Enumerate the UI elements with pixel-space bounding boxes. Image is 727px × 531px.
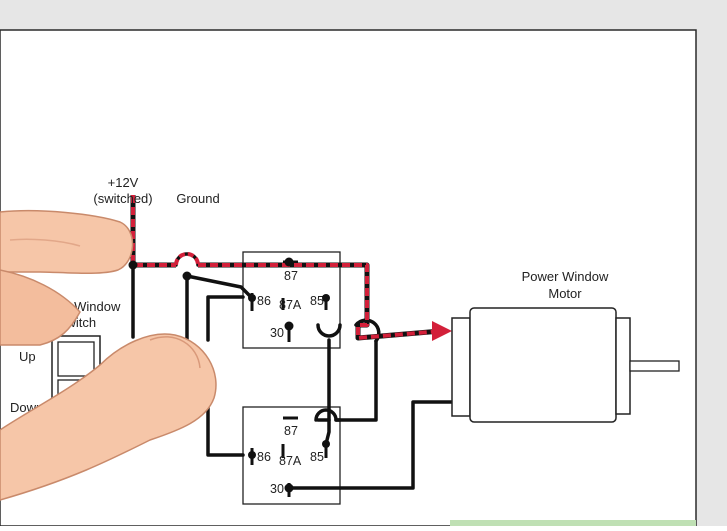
relay-bottom-pin-87: 87 — [284, 424, 298, 438]
junction-dot — [322, 440, 330, 448]
motor-title-label: Power Window — [522, 269, 609, 284]
junction-dot — [322, 294, 330, 302]
hand-illustration — [0, 210, 217, 501]
relay-bottom-pin-87a: 87A — [279, 454, 302, 468]
junction-dot — [128, 260, 138, 270]
black-wires — [131, 252, 454, 490]
relay-bottom-pin-30: 30 — [270, 482, 284, 496]
relay-top-pin-87a: 87A — [279, 298, 302, 312]
relay-bottom-pin-86: 86 — [257, 450, 271, 464]
relay-bottom-pin-85: 85 — [310, 450, 324, 464]
junction-dot — [248, 451, 256, 459]
relay-top-pin-86: 86 — [257, 294, 271, 308]
supply-label: +12V — [108, 175, 139, 190]
up-label: Up — [19, 349, 36, 364]
junction-dot — [248, 294, 256, 302]
relay-top-pin-87: 87 — [284, 269, 298, 283]
relay-top-pin-85: 85 — [310, 294, 324, 308]
ground-label: Ground — [176, 191, 219, 206]
junction-dot — [284, 257, 294, 267]
supply-sublabel: (switched) — [93, 191, 152, 206]
relay-top-pin-30: 30 — [270, 326, 284, 340]
bottom-tab — [450, 520, 696, 526]
junction-dot — [182, 271, 192, 281]
motor-sub-label: Motor — [548, 286, 582, 301]
junction-dot — [284, 321, 294, 331]
motor-illustration — [451, 307, 680, 423]
junction-dot — [284, 483, 294, 493]
